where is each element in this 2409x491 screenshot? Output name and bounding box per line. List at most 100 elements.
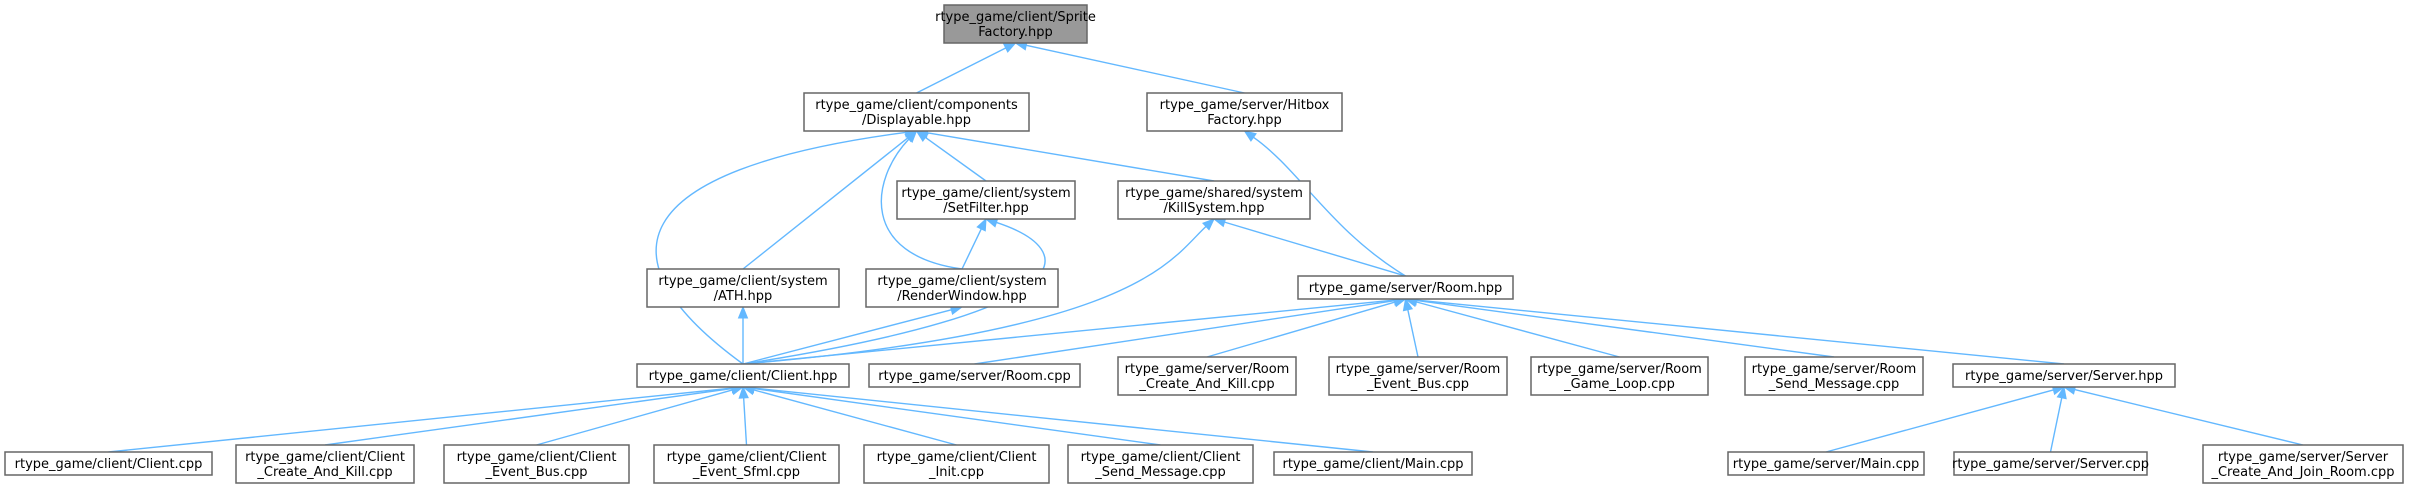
node-box (803, 92, 1030, 132)
node-label: /RenderWindow.hpp (897, 289, 1027, 304)
node-label: rtype_game/client/components (815, 98, 1018, 113)
file-node-client-hpp[interactable]: rtype_game/client/Client.hpp (636, 363, 850, 388)
node-label: rtype_game/client/Client (877, 450, 1037, 465)
file-node-set-filter[interactable]: rtype_game/client/system/SetFilter.hpp (896, 180, 1076, 220)
edge-line (1415, 301, 1620, 358)
node-box (1273, 451, 1473, 476)
arrowhead-icon (737, 305, 749, 319)
node-label: rtype_game/client/Main.cpp (1282, 457, 1463, 472)
node-box (1953, 451, 2148, 476)
node-label: rtype_game/server/Room.hpp (1309, 281, 1503, 296)
file-node-client-event-sfml[interactable]: rtype_game/client/Client_Event_Sfml.cpp (653, 444, 840, 484)
dependency-edge (536, 385, 745, 446)
file-node-render-window[interactable]: rtype_game/client/system/RenderWindow.hp… (865, 268, 1059, 308)
node-label: rtype_game/client/Client.hpp (649, 369, 838, 384)
node-label: _Send_Message.cpp (1768, 377, 1900, 392)
file-node-kill-system[interactable]: rtype_game/shared/system/KillSystem.hpp (1117, 180, 1311, 220)
dependency-edge (961, 217, 987, 270)
file-node-client-event-bus[interactable]: rtype_game/client/Client_Event_Bus.cpp (443, 444, 630, 484)
edge-line (1206, 301, 1396, 358)
file-node-server-main[interactable]: rtype_game/server/Main.cpp (1727, 451, 1925, 476)
dependency-edge (742, 294, 1407, 365)
dependency-edge (1404, 294, 2065, 365)
node-box (1744, 356, 1924, 396)
edge-line (1026, 44, 1245, 94)
file-node-client-init[interactable]: rtype_game/client/Client_Init.cpp (863, 444, 1050, 484)
edge-line (961, 228, 982, 270)
edge-line (753, 389, 957, 446)
edge-line (1407, 309, 1419, 358)
node-box (865, 268, 1059, 308)
file-node-room-create-kill[interactable]: rtype_game/server/Room_Create_And_Kill.c… (1117, 356, 1297, 396)
node-label: rtype_game/server/Room.cpp (878, 369, 1070, 384)
node-box (1727, 451, 1925, 476)
file-node-server-create-join[interactable]: rtype_game/server/Server_Create_And_Join… (2202, 444, 2404, 484)
node-label: _Game_Loop.cpp (1563, 377, 1675, 392)
dependency-edge (2049, 385, 2067, 453)
edge-line (927, 132, 1215, 182)
node-label: _Init.cpp (928, 465, 984, 480)
node-label: _Create_And_Kill.cpp (1138, 377, 1274, 392)
node-label: rtype_game/server/Hitbox (1160, 98, 1330, 113)
dependency-edge (1402, 297, 1419, 358)
file-node-room-send-message[interactable]: rtype_game/server/Room_Send_Message.cpp (1744, 356, 1924, 396)
node-label: rtype_game/server/Server.hpp (1965, 369, 2163, 384)
node-label: /ATH.hpp (714, 289, 773, 304)
edge-line (925, 136, 987, 182)
edge-line (1825, 389, 2054, 453)
arrowhead-icon (738, 385, 749, 399)
node-label: rtype_game/server/Server (2218, 450, 2389, 465)
edge-line (753, 387, 1161, 446)
edge-line (742, 397, 748, 446)
node-label: _Event_Bus.cpp (1366, 377, 1469, 392)
file-node-ath[interactable]: rtype_game/client/system/ATH.hpp (646, 268, 840, 308)
edge-line (536, 389, 733, 446)
node-box (1117, 356, 1297, 396)
file-node-client-main[interactable]: rtype_game/client/Main.cpp (1273, 451, 1473, 476)
dependency-edge (738, 385, 749, 446)
file-node-server-cpp[interactable]: rtype_game/server/Server.cpp (1952, 451, 2149, 476)
file-node-client-create-kill[interactable]: rtype_game/client/Client_Create_And_Kill… (235, 444, 415, 484)
file-node-client-cpp[interactable]: rtype_game/client/Client.cpp (4, 451, 213, 476)
node-box (2202, 444, 2404, 484)
dependency-edge (742, 130, 918, 270)
dependency-edge (916, 42, 1017, 94)
dependency-edge (1014, 40, 1245, 94)
node-label: rtype_game/client/Client (1081, 450, 1241, 465)
edge-line (2074, 388, 2304, 446)
dependency-edge (1243, 130, 1406, 277)
node-label: /Displayable.hpp (862, 113, 971, 128)
edge-line (742, 137, 909, 270)
file-node-client-send-message[interactable]: rtype_game/client/Client_Send_Message.cp… (1067, 444, 1254, 484)
file-node-room-game-loop[interactable]: rtype_game/server/Room_Game_Loop.cpp (1530, 356, 1709, 396)
node-label: rtype_game/server/Server.cpp (1952, 457, 2149, 472)
arrowhead-icon (1243, 130, 1257, 142)
node-label: _Event_Sfml.cpp (692, 465, 800, 480)
node-label: _Send_Message.cpp (1094, 465, 1226, 480)
file-node-room-hpp[interactable]: rtype_game/server/Room.hpp (1297, 275, 1514, 300)
edge-line (880, 138, 963, 270)
node-box (896, 180, 1076, 220)
file-node-displayable[interactable]: rtype_game/client/components/Displayable… (803, 92, 1030, 132)
arrowhead-icon (1202, 218, 1215, 231)
file-node-server-hpp[interactable]: rtype_game/server/Server.hpp (1952, 363, 2176, 388)
edge-line (1224, 221, 1406, 277)
dependency-edge (1404, 296, 1620, 358)
node-label: /SetFilter.hpp (943, 201, 1029, 216)
node-label: rtype_game/client/Client.cpp (15, 457, 203, 472)
node-label: _Event_Bus.cpp (485, 465, 588, 480)
nodes-layer: rtype_game/client/SpriteFactory.hpprtype… (4, 4, 2404, 484)
dependency-edge (2062, 384, 2304, 446)
edges-layer (108, 40, 2304, 453)
arrowhead-icon (976, 217, 987, 232)
node-box (235, 444, 415, 484)
edge-line (974, 299, 1395, 365)
node-box (1530, 356, 1709, 396)
file-node-room-cpp[interactable]: rtype_game/server/Room.cpp (868, 363, 1081, 388)
arrowhead-icon (1002, 42, 1017, 53)
file-node-room-event-bus[interactable]: rtype_game/server/Room_Event_Bus.cpp (1328, 356, 1508, 396)
node-label: rtype_game/client/Sprite (935, 10, 1096, 25)
node-label: rtype_game/server/Room (1125, 362, 1290, 377)
